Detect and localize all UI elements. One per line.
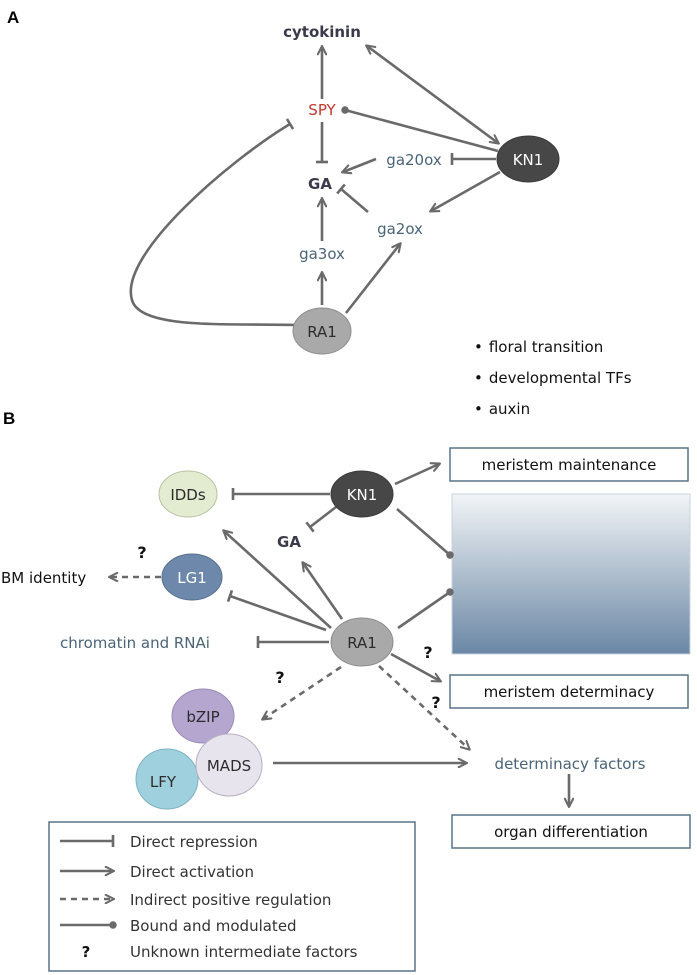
node-spy: SPY bbox=[308, 101, 336, 119]
legend-label-unknown: Unknown intermediate factors bbox=[130, 943, 358, 961]
edge-kn1-binds-targets bbox=[396, 508, 454, 559]
node-lg1-ellipse bbox=[161, 553, 223, 601]
edge-ga20ox-to-ga bbox=[340, 157, 377, 175]
node-lg1-label: LG1 bbox=[177, 569, 207, 587]
node-bm-identity: BM identity bbox=[1, 569, 86, 587]
node-lfy-label: LFY bbox=[150, 773, 177, 791]
box-organ-differentiation bbox=[451, 814, 691, 849]
edge-ra1-represses-lg1 bbox=[226, 589, 327, 632]
meristem-determinacy-label: meristem determinacy bbox=[484, 683, 655, 701]
node-bzip-ellipse bbox=[171, 688, 235, 744]
organ-differentiation-label: organ differentiation bbox=[494, 823, 648, 841]
node-ra1-b-ellipse bbox=[330, 617, 394, 667]
panel-a-label: A bbox=[7, 8, 19, 27]
edge-ra1-indirect-determinacy-factors bbox=[378, 665, 471, 751]
edge-ra1-to-meristem-determinacy bbox=[390, 652, 442, 683]
node-idds-label: IDDs bbox=[170, 486, 206, 504]
node-mads-label: MADS bbox=[207, 757, 251, 775]
box-item-label: developmental TFs bbox=[489, 369, 632, 387]
meristem-maintenance-label: meristem maintenance bbox=[482, 456, 657, 474]
node-kn1-b-ellipse bbox=[330, 470, 394, 518]
node-ga3ox: ga3ox bbox=[299, 245, 345, 263]
node-ra1-label: RA1 bbox=[307, 323, 337, 341]
edge-kn1-cytokinin bbox=[365, 44, 500, 145]
unknown-mark-lg1: ? bbox=[137, 543, 146, 562]
box-item-label: floral transition bbox=[489, 338, 603, 356]
edge-ra1-binds-targets bbox=[397, 588, 454, 630]
edge-ra1-to-ga2ox bbox=[344, 242, 402, 314]
edge-kn1-to-meristem-maintenance bbox=[394, 462, 441, 486]
edge-kn1-represses-ga bbox=[305, 505, 337, 533]
edge-ra1-to-idds bbox=[222, 529, 332, 629]
node-ga-b: GA bbox=[277, 533, 301, 551]
node-ga20ox: ga20ox bbox=[386, 151, 442, 169]
box-item-developmental-tfs: •developmental TFs bbox=[474, 369, 632, 387]
box-item-floral-transition: •floral transition bbox=[474, 338, 603, 356]
unknown-mark-factors: ? bbox=[431, 693, 440, 712]
edge-kn1-binds-spy bbox=[341, 106, 499, 153]
node-mads-ellipse bbox=[195, 733, 263, 797]
unknown-mark-bzip: ? bbox=[275, 668, 284, 687]
edge-kn1-to-ga2ox bbox=[429, 170, 501, 213]
legend-label-activation: Direct activation bbox=[130, 863, 254, 881]
node-kn1-b-label: KN1 bbox=[347, 486, 378, 504]
edge-ga2ox-represses-ga bbox=[336, 183, 369, 213]
legend-symbol-unknown: ? bbox=[82, 943, 91, 961]
legend-label-indirect: Indirect positive regulation bbox=[130, 891, 331, 909]
node-chromatin-rnai: chromatin and RNAi bbox=[60, 634, 210, 652]
box-meristem-determinacy bbox=[449, 674, 689, 709]
unknown-mark-determinacy: ? bbox=[423, 643, 432, 662]
edge-ra1-indirect-bzip bbox=[261, 665, 342, 721]
node-ga: GA bbox=[308, 175, 332, 193]
edge-ra1-to-ga bbox=[301, 561, 344, 620]
panel-b-label: B bbox=[3, 409, 15, 428]
node-cytokinin: cytokinin bbox=[283, 23, 361, 41]
node-ga2ox: ga2ox bbox=[377, 220, 423, 238]
node-lfy-ellipse bbox=[135, 748, 199, 810]
box-item-label: auxin bbox=[489, 400, 530, 418]
node-ra1-ellipse bbox=[292, 307, 352, 355]
edge-ra1-represses-spy bbox=[129, 118, 297, 327]
node-bzip-label: bZIP bbox=[186, 708, 219, 726]
box-meristem-maintenance bbox=[449, 447, 689, 482]
node-kn1-label: KN1 bbox=[513, 151, 544, 169]
legend-label-bound: Bound and modulated bbox=[130, 917, 297, 935]
node-idds-ellipse bbox=[158, 470, 218, 518]
node-kn1-ellipse bbox=[496, 135, 560, 183]
node-ra1-b-label: RA1 bbox=[347, 634, 377, 652]
box-gradient-targets bbox=[451, 493, 691, 655]
legend-label-repression: Direct repression bbox=[130, 833, 258, 851]
node-determinacy-factors: determinacy factors bbox=[495, 755, 646, 773]
box-item-auxin: •auxin bbox=[474, 400, 530, 418]
